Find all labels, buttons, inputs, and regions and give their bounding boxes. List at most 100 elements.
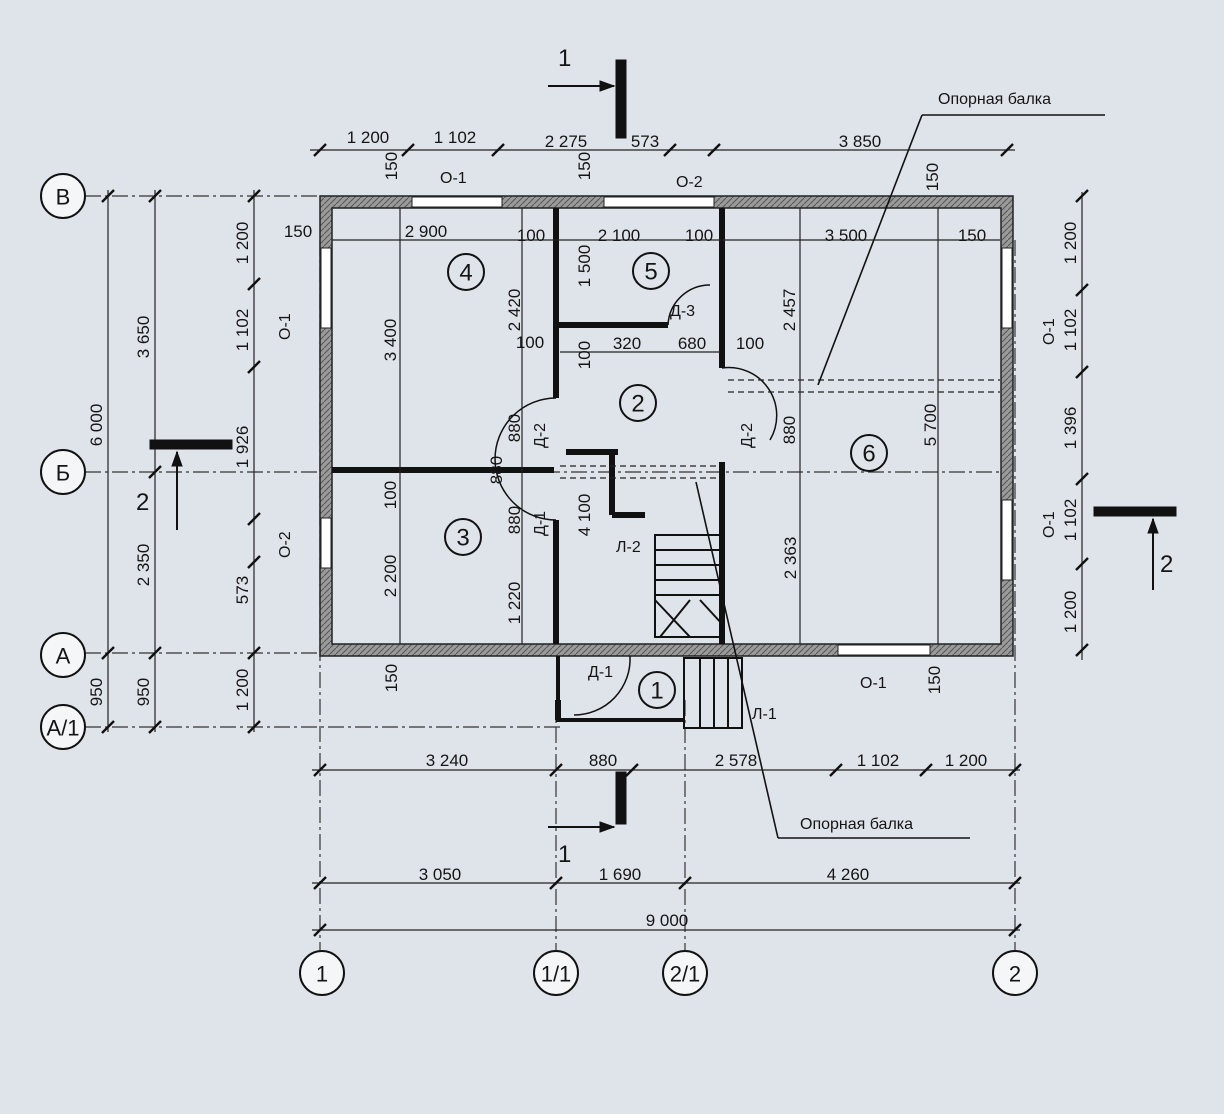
dim-left-2350: 2 350 [134,544,153,587]
dim-bottom1-880: 880 [589,751,617,770]
window-label-o2-left: О-2 [277,531,294,558]
axis-bubble-2-1 [662,950,708,996]
axis-bubble-2 [992,950,1038,996]
dim-int-v150-r: 150 [923,163,942,191]
door-swings [494,284,778,716]
dim-left-inner-1102: 1 102 [233,309,252,352]
dim-bottom2-1690: 1 690 [599,865,642,884]
dim-bottom1-1102: 1 102 [857,751,900,770]
dim-int-v150-br: 150 [925,666,944,694]
axis-bubbles [40,173,1038,996]
section-number-top: 1 [558,45,571,72]
callout-beam-top: Опорная балка [938,91,1051,108]
room-label-6: 6 [862,441,875,468]
dim-bottom-total: 9 000 [646,911,689,930]
stair-label-l1: Л-1 [752,706,777,723]
window-label-o1-top: О-1 [440,170,467,187]
dim-left-outer-6000: 6 000 [87,404,106,447]
dim-int-100-b: 100 [685,226,713,245]
axis-label-1-1: 1/1 [541,962,572,987]
dim-int-100-d: 100 [575,341,594,369]
axis-label-2-1: 2/1 [670,962,701,987]
dim-int-5700: 5 700 [921,404,940,447]
axis-label-a1: А/1 [46,716,79,741]
axis-bubble-a1 [40,704,86,750]
dim-int-v150-bl: 150 [382,664,401,692]
dim-bottom1-2578: 2 578 [715,751,758,770]
dim-int-880-a: 880 [505,414,524,442]
section-number-left: 2 [136,489,149,516]
axis-label-b: Б [56,461,70,486]
dim-top-1200: 1 200 [347,128,390,147]
axis-bubble-1-1 [533,950,579,996]
window-label-o1-left: О-1 [277,313,294,340]
stair-l1 [683,657,743,729]
window-openings [320,196,1013,656]
dim-int-2900: 2 900 [405,222,448,241]
door-label-d1-bottom: Д-1 [588,664,613,681]
dim-int-680: 680 [678,334,706,353]
section-cut-marks [149,59,1177,833]
dim-right-1102-b: 1 102 [1061,499,1080,542]
dim-bottom2-4260: 4 260 [827,865,870,884]
callout-beam-bottom: Опорная балка [800,816,913,833]
dim-left-3650: 3 650 [134,316,153,359]
dim-int-3500: 3 500 [825,226,868,245]
dim-left-a1-950: 950 [87,678,106,706]
axis-bubble-a [40,632,86,678]
dim-left-inner-1200-b: 1 200 [233,669,252,712]
dim-top-573: 573 [631,132,659,151]
dim-int-v100-wall: 100 [381,481,400,509]
callout-leaders [695,114,1105,839]
axis-lines [85,195,1016,950]
stair-l2 [654,534,724,638]
support-beam-lines [560,379,1000,479]
axis-label-1: 1 [316,962,328,987]
dim-top-2275: 2 275 [545,132,588,151]
dim-int-150-tr: 150 [958,226,986,245]
dim-int-880-b: 880 [505,506,524,534]
room-label-4: 4 [459,260,472,287]
dim-int-150-tl: 150 [284,222,312,241]
dim-int-320: 320 [613,334,641,353]
door-label-d1-mid: Д-1 [532,511,549,536]
vestibule-walls [556,656,684,722]
section-number-bottom: 1 [558,841,571,868]
dim-right-1200-b: 1 200 [1061,591,1080,634]
axis-label-a: А [56,644,71,669]
dim-bottom1-1200: 1 200 [945,751,988,770]
axis-bubble-1 [299,950,345,996]
dim-int-100-a: 100 [517,226,545,245]
dim-int-1220: 1 220 [505,582,524,625]
dim-int-2420: 2 420 [505,289,524,332]
window-label-o1-bottom: О-1 [860,675,887,692]
door-label-d2-right: Д-2 [739,423,756,448]
dim-int-1500: 1 500 [575,245,594,288]
dim-int-v150-o1: 150 [382,152,401,180]
dim-right-1396: 1 396 [1061,407,1080,450]
dim-right-1102: 1 102 [1061,309,1080,352]
dim-int-100-e: 100 [736,334,764,353]
outer-walls [319,195,1014,657]
door-label-d3: Д-3 [670,303,695,320]
dim-int-880-c: 880 [780,416,799,444]
dim-int-2200: 2 200 [381,555,400,598]
door-label-d2-left: Д-2 [532,423,549,448]
room-label-1: 1 [650,678,663,705]
dim-int-4100: 4 100 [575,494,594,537]
dim-bottom2-3050: 3 050 [419,865,462,884]
dim-right-1200: 1 200 [1061,222,1080,265]
room-label-2: 2 [631,391,644,418]
dimension-ticks [101,143,1089,937]
dim-top-1102: 1 102 [434,128,477,147]
dim-left-inner-573: 573 [233,576,252,604]
dim-int-2100: 2 100 [598,226,641,245]
room-label-3: 3 [456,525,469,552]
axis-label-2: 2 [1009,962,1021,987]
section-number-right: 2 [1160,551,1173,578]
axis-bubble-v [40,173,86,219]
dim-left-inner-1926: 1 926 [233,426,252,469]
dim-left-950: 950 [134,678,153,706]
